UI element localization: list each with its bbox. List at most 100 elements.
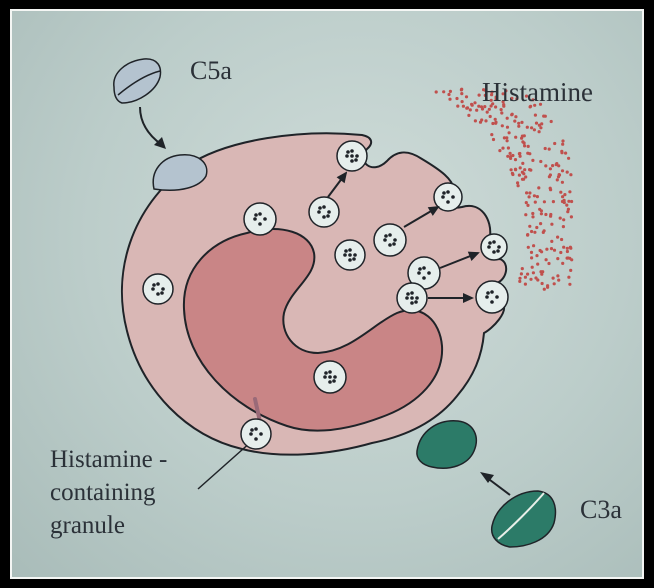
histamine-dot [541,282,544,285]
histamine-dot [549,188,552,191]
histamine-dot [567,276,570,279]
histamine-dot [510,168,513,171]
granule-label-line-2: containing [50,476,167,509]
histamine-dot [521,140,524,143]
histamine-dot [568,190,571,193]
histamine-dot [533,128,536,131]
histamine-dot [491,122,494,125]
histamine-dot [494,118,497,121]
histamine-dot [567,157,570,160]
histamine-dot [537,186,540,189]
histamine-dot [474,119,477,122]
histamine-dot [569,246,572,249]
histamine-dot [521,178,524,181]
histamine-dot [550,240,553,243]
histamine-dot [546,286,549,289]
histamine-dot [548,148,551,151]
histamine-dot [520,272,523,275]
histamine-dot [470,103,473,106]
histamine-dot [514,158,517,161]
histamine-dot [510,113,513,116]
histamine-dot [523,168,526,171]
histamine-dot [526,204,529,207]
granule-label-line-3: granule [50,509,167,542]
histamine-dot [536,263,539,266]
histamine-dot [519,166,522,169]
histamine-dot [523,144,526,147]
histamine-dot [552,277,555,280]
histamine-dot [518,280,521,283]
histamine-dot [449,90,452,93]
histamine-granule [335,240,365,270]
histamine-dot [526,233,529,236]
c5a-molecule [114,59,161,103]
histamine-dot [527,246,530,249]
histamine-dot [442,90,445,93]
histamine-dot [557,175,560,178]
histamine-dot [484,119,487,122]
histamine-dot [547,262,550,265]
c5a-label: C5a [190,56,232,86]
histamine-dot [556,178,559,181]
histamine-dot [556,274,559,277]
histamine-dot [524,213,527,216]
histamine-label: Histamine [482,77,593,108]
histamine-dot [511,154,514,157]
histamine-dot [525,191,528,194]
histamine-dot [553,249,556,252]
histamine-dot [561,143,564,146]
histamine-dot [556,236,559,239]
histamine-dot [543,200,546,203]
histamine-dot [553,142,556,145]
histamine-dot [563,193,566,196]
histamine-dot [530,126,533,129]
histamine-dot [514,136,517,139]
histamine-dot [544,164,547,167]
histamine-dot [509,152,512,155]
histamine-dot [543,288,546,291]
histamine-dot [564,152,567,155]
histamine-dot [551,164,554,167]
histamine-dot [531,212,534,215]
histamine-dot [461,100,464,103]
histamine-dot [469,108,472,111]
histamine-dot [570,215,573,218]
histamine-granule [374,224,406,256]
c3a-label: C3a [580,495,622,525]
histamine-dot [508,131,511,134]
histamine-dot [466,106,469,109]
histamine-dot [456,105,459,108]
histamine-dot [549,167,552,170]
histamine-dot [534,276,537,279]
histamine-granule [241,419,271,449]
histamine-dot [542,231,545,234]
histamine-dot [501,124,504,127]
histamine-dot [540,122,543,125]
histamine-dot [559,251,562,254]
histamine-dot [557,279,560,282]
histamine-dot [489,115,492,118]
histamine-dot [536,195,539,198]
histamine-dot [447,93,450,96]
histamine-dot [490,133,493,136]
histamine-dot [514,168,517,171]
histamine-dot [531,215,534,218]
histamine-dot [477,105,480,108]
histamine-dot [518,174,521,177]
histamine-dot [530,251,533,254]
histamine-dot [526,126,529,129]
histamine-dot [566,250,569,253]
histamine-dot [560,238,563,241]
histamine-dot [538,130,541,133]
granule-pointer-line [198,441,252,489]
histamine-dot [565,204,568,207]
histamine-dot [467,114,470,117]
histamine-granule [309,197,339,227]
histamine-granule [314,361,346,393]
histamine-dot [549,173,552,176]
histamine-dot [562,225,565,228]
histamine-dot [511,172,514,175]
histamine-dot [539,126,542,129]
histamine-dot [532,244,535,247]
